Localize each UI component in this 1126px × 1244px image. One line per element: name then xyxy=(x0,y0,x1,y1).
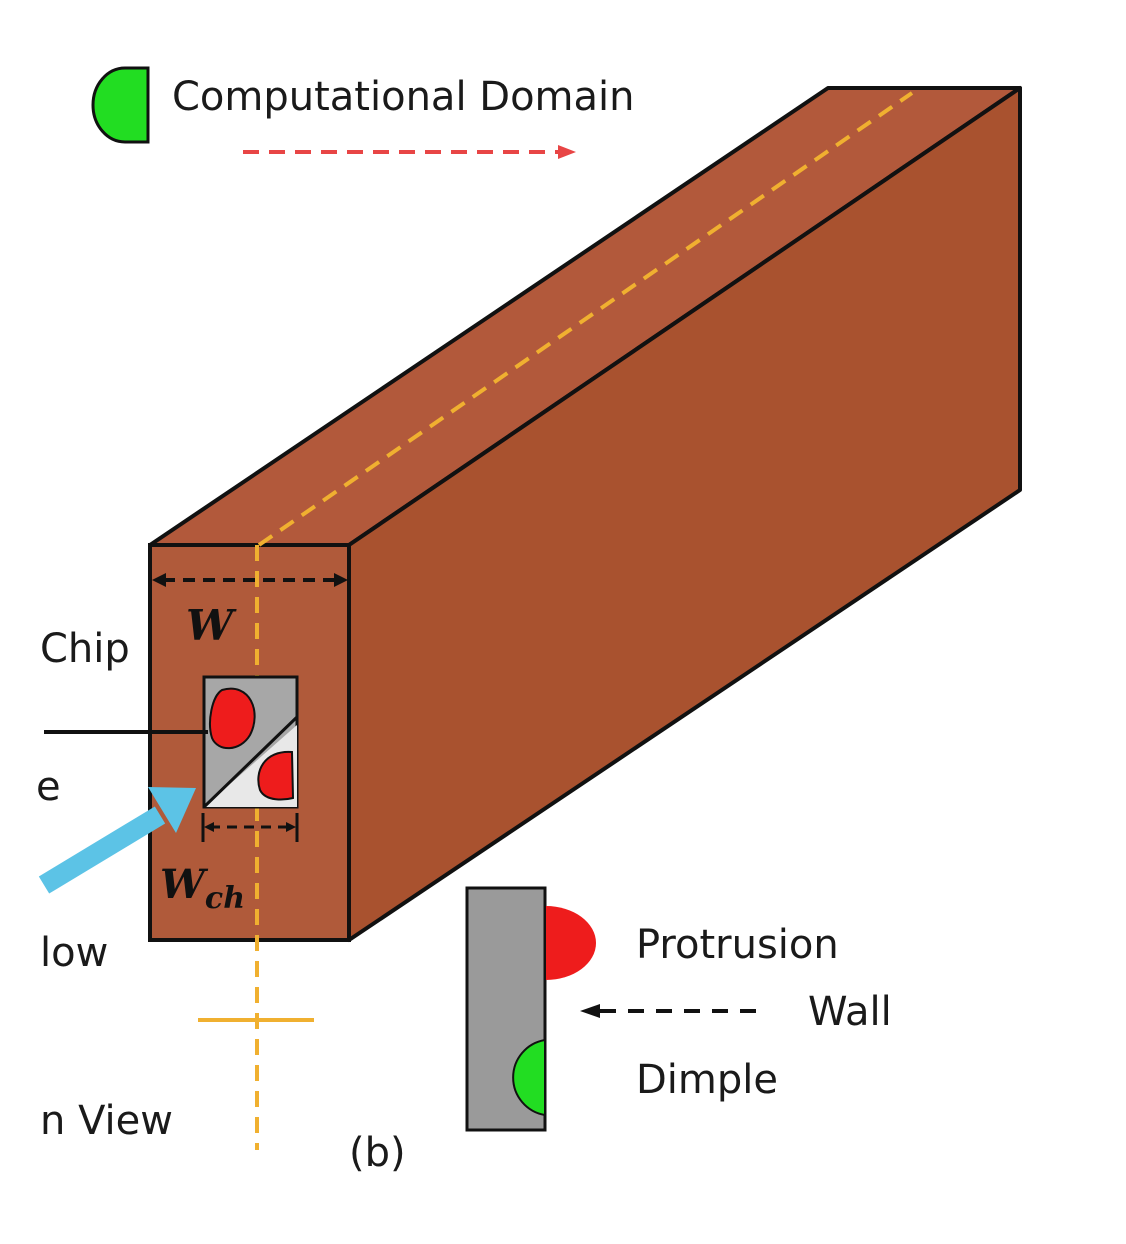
channel-width-label: Wch xyxy=(160,861,245,916)
view-label: n View xyxy=(40,1098,173,1144)
computational-domain-label: Computational Domain xyxy=(172,74,634,120)
channel-width-arrow-left-icon xyxy=(204,822,214,832)
wall-arrowhead-icon xyxy=(580,1004,600,1018)
e-label: e xyxy=(36,764,61,810)
width-arrow-right-icon xyxy=(334,573,348,587)
flow-arrow-head-icon xyxy=(148,787,196,833)
flow-arrow-shaft xyxy=(38,806,166,894)
dimple-legend-icon xyxy=(512,1038,546,1117)
panel-label: (b) xyxy=(349,1130,406,1176)
channel-front-face xyxy=(148,543,351,942)
protrusion-label: Protrusion xyxy=(636,922,839,968)
computational-domain-icon xyxy=(91,66,150,144)
centerline-top xyxy=(257,91,914,547)
chip-label: Chip xyxy=(40,626,130,672)
protrusion-chip-bottom xyxy=(257,750,295,801)
domain-arrowhead-icon xyxy=(558,145,576,159)
dimple-label: Dimple xyxy=(636,1057,778,1103)
wall-label: Wall xyxy=(808,989,892,1035)
protrusion-legend-icon xyxy=(546,906,596,980)
inner-channel-diagonal xyxy=(202,715,299,809)
channel-width-arrow-right-icon xyxy=(286,822,296,832)
width-label: W xyxy=(186,601,237,650)
protrusion-chip-top xyxy=(209,687,256,750)
flow-label: low xyxy=(40,930,108,976)
width-arrow-left-icon xyxy=(152,573,166,587)
